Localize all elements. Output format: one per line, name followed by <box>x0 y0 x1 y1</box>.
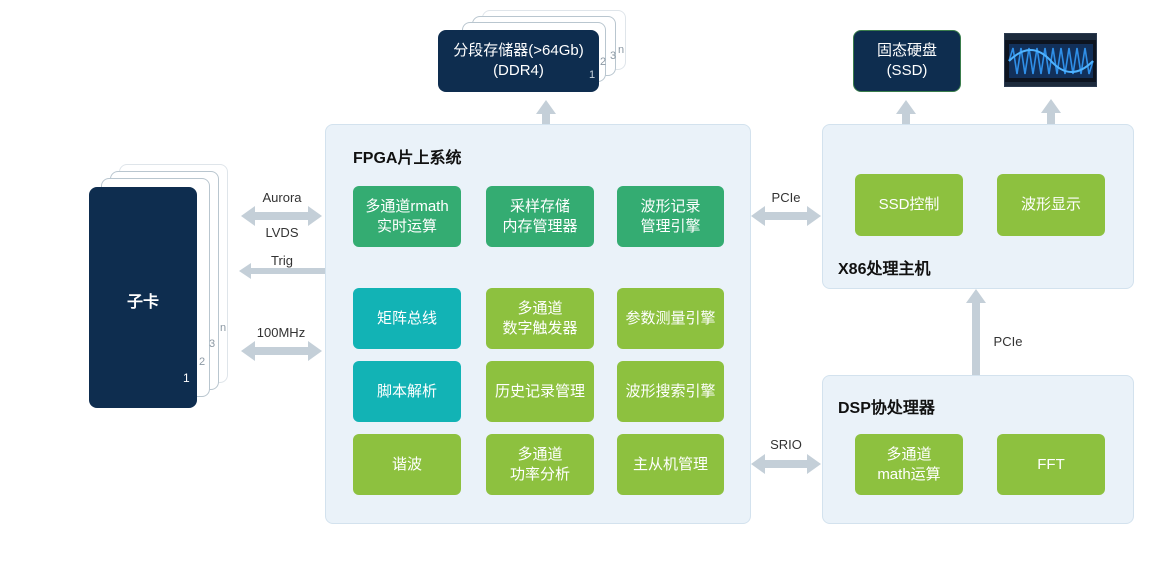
arrow-srio-fpga-dsp <box>751 454 821 474</box>
ssd-control-label: SSD控制 <box>878 196 940 213</box>
ssd-control-block: SSD控制 <box>855 174 963 236</box>
memory-label: 分段存储器(>64Gb) (DDR4) <box>453 42 584 79</box>
harmonic-label: 谐波 <box>391 455 422 473</box>
memory-stack-number: 2 <box>600 56 607 68</box>
fft-block: FFT <box>997 434 1105 495</box>
memory-stack-number: 1 <box>589 69 596 81</box>
x86-title: X86处理主机 <box>838 261 931 278</box>
harmonic-block: 谐波 <box>353 434 461 495</box>
arrow-dsp-x86 <box>966 289 986 376</box>
fpga-title: FPGA片上系统 <box>353 150 462 167</box>
waveform-display-image <box>1004 33 1097 87</box>
power-label: 多通道 功率分析 <box>509 445 570 483</box>
dsp-math-block: 多通道 math运算 <box>855 434 963 495</box>
pcie-dsp-x86-label: PCIe <box>993 334 1023 349</box>
script-label: 脚本解析 <box>376 382 437 400</box>
trigger-block: 多通道 数字触发器 <box>486 288 594 349</box>
wave-display-block: 波形显示 <box>997 174 1105 236</box>
card-stack-number: n <box>220 322 227 334</box>
pcie-fpga-x86-label: PCIe <box>771 190 801 205</box>
history-block: 历史记录管理 <box>486 361 594 422</box>
ssd-block: 固态硬盘 (SSD) <box>853 30 961 92</box>
clock-label: 100MHz <box>256 325 306 340</box>
master-slave-block: 主从机管理 <box>617 434 724 495</box>
matrix-bus-block: 矩阵总线 <box>353 288 461 349</box>
wave-search-label: 波形搜索引擎 <box>625 382 716 400</box>
dsp-math-label: 多通道 math运算 <box>877 445 941 483</box>
card-label: 子卡 <box>126 294 159 311</box>
wave-record-label: 波形记录 管理引擎 <box>640 197 701 235</box>
power-block: 多通道 功率分析 <box>486 434 594 495</box>
daughter-card <box>89 187 197 408</box>
script-block: 脚本解析 <box>353 361 461 422</box>
trigger-label: 多通道 数字触发器 <box>502 299 578 337</box>
history-label: 历史记录管理 <box>494 382 585 400</box>
ssd-label: 固态硬盘 (SSD) <box>876 42 937 79</box>
math-label: 多通道rmath 实时运算 <box>365 197 449 235</box>
memory-block: 分段存储器(>64Gb) (DDR4) <box>438 30 599 92</box>
srio-label: SRIO <box>770 437 802 452</box>
arrow-aurora-lvds <box>241 206 322 226</box>
arrow-pcie-fpga-x86 <box>751 206 821 226</box>
matrix-bus-label: 矩阵总线 <box>376 309 437 327</box>
param-measure-block: 参数测量引擎 <box>617 288 724 349</box>
card-stack-number: 2 <box>199 356 206 368</box>
card-stack-number: 1 <box>183 371 190 385</box>
math-block: 多通道rmath 实时运算 <box>353 186 461 247</box>
wave-display-label: 波形显示 <box>1020 196 1081 213</box>
fft-label: FFT <box>1037 455 1065 473</box>
param-measure-label: 参数测量引擎 <box>625 309 716 327</box>
card-stack-number: 3 <box>209 338 216 350</box>
dsp-title: DSP协处理器 <box>838 400 935 417</box>
memory-stack-number: n <box>618 44 625 56</box>
arrow-100mhz <box>241 341 322 361</box>
master-slave-label: 主从机管理 <box>632 455 708 473</box>
wave-search-block: 波形搜索引擎 <box>617 361 724 422</box>
sample-memory-label: 采样存储 内存管理器 <box>502 197 578 235</box>
wave-record-block: 波形记录 管理引擎 <box>617 186 724 247</box>
lvds-label: LVDS <box>265 225 299 240</box>
memory-stack-number: 3 <box>610 50 617 62</box>
sample-memory-block: 采样存储 内存管理器 <box>486 186 594 247</box>
aurora-label: Aurora <box>262 190 302 205</box>
trig-label: Trig <box>271 253 293 268</box>
